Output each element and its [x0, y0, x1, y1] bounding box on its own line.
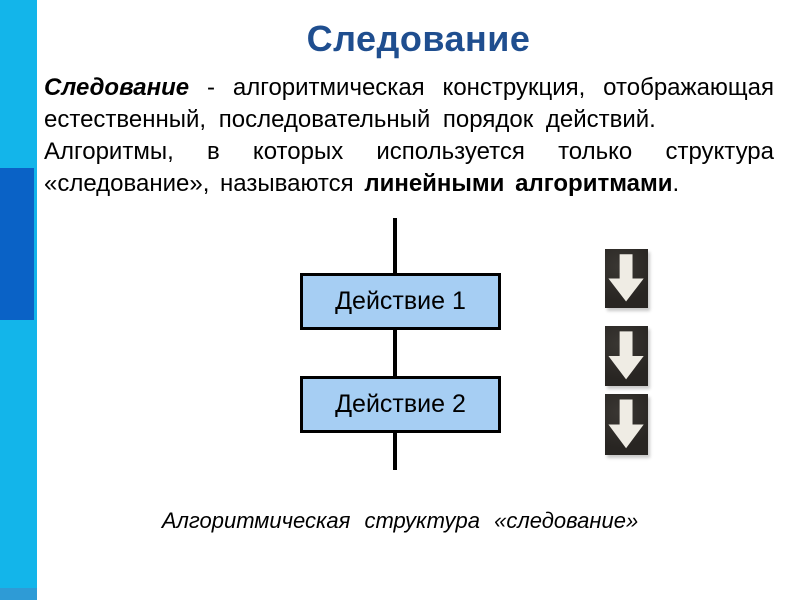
term-lead: Следование — [44, 74, 190, 101]
sidebar-accent-bottom-segment — [0, 588, 37, 600]
down-arrow-glyph — [608, 254, 644, 302]
action-box-1: Действие 1 — [300, 273, 501, 330]
flowchart-caption: Алгоритмическая структура «следование» — [161, 508, 639, 533]
body-line-1: Следование - алгоритмическая конструкция… — [44, 72, 774, 104]
down-arrow-icon — [605, 326, 648, 386]
sidebar-accent-dark-segment — [0, 168, 34, 320]
flowchart-vertical-line — [393, 218, 397, 470]
body-text: Следование - алгоритмическая конструкция… — [44, 72, 774, 200]
body-line-4: «следование», называются линейными алгор… — [44, 168, 774, 200]
body-line-1-rest: - алгоритмическая конструкция, отображаю… — [189, 74, 774, 101]
action-box-2: Действие 2 — [300, 376, 501, 433]
term-bold: линейными алгоритмами — [364, 170, 673, 197]
body-line-3: Алгоритмы, в которых используется только… — [44, 138, 774, 165]
body-line-4-post: . — [672, 170, 680, 197]
down-arrow-icon — [605, 249, 648, 308]
body-line-2: естественный, последовательный порядок д… — [44, 106, 656, 133]
down-arrow-icon — [605, 394, 648, 455]
down-arrow-glyph — [608, 331, 644, 380]
body-line-4-pre: «следование», называются — [44, 170, 365, 197]
page-title: Следование — [306, 18, 531, 59]
down-arrow-glyph — [608, 399, 644, 449]
